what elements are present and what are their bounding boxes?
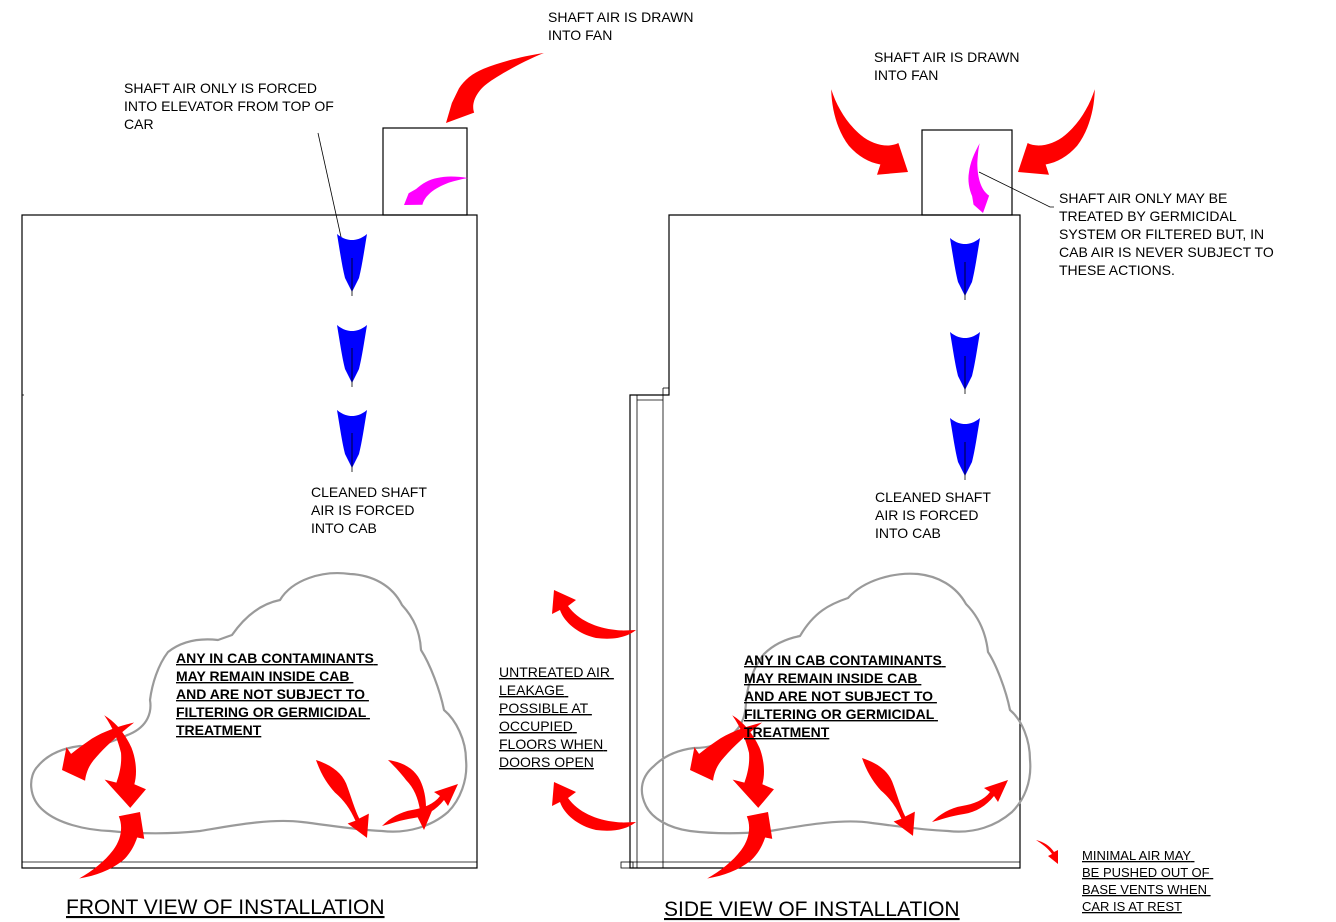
front-fan-note: SHAFT AIR IS DRAWN INTO FAN [548,9,697,43]
side-swirl-arrow-3 [732,715,774,808]
front-swirl-arrow-4 [316,760,369,838]
side-swirl-arrow-2 [707,812,773,879]
front-fan-airflow-arrow [404,176,469,205]
front-forced-leader [317,132,346,256]
front-forced-note: SHAFT AIR ONLY IS FORCED INTO ELEVATOR F… [124,80,338,132]
front-view-title: FRONT VIEW OF INSTALLATION [66,896,385,919]
front-cleaned-note: CLEANED SHAFT AIR IS FORCED INTO CAB [311,484,431,536]
front-swirl-arrow-3 [104,715,146,808]
side-cleaned-note: CLEANED SHAFT AIR IS FORCED INTO CAB [875,489,995,541]
side-swirl-arrow-4 [862,758,915,836]
side-swirl-arrow-5 [932,780,1008,822]
side-view [552,89,1095,879]
side-intake-arrow-right [1018,89,1095,175]
front-swirl-arrow-5 [382,784,458,826]
front-cab-outline [21,214,478,869]
side-contaminants-note: ANY IN CAB CONTAMINANTS MAY REMAIN INSID… [744,652,946,740]
side-treated-note: SHAFT AIR ONLY MAY BE TREATED BY GERMICI… [1059,190,1278,278]
side-leakage-arrow-lower [552,782,636,831]
side-cab-outline [629,214,1021,869]
side-intake-arrow-left [831,89,908,175]
front-intake-arrow [446,53,544,123]
side-fan-box [921,129,1013,216]
front-swirl-arrow-2 [79,812,145,879]
side-base-vent-note: MINIMAL AIR MAY BE PUSHED OUT OF BASE VE… [1082,848,1213,914]
side-base-vent-arrow [1036,840,1058,864]
front-view [21,53,544,879]
front-fan-box [382,127,468,216]
side-treated-leader [978,171,1054,208]
side-leakage-arrow-upper [552,590,636,639]
front-swirl-arrow-6 [388,760,434,830]
front-contaminants-note: ANY IN CAB CONTAMINANTS MAY REMAIN INSID… [176,650,378,738]
side-leakage-note: UNTREATED AIR LEAKAGE POSSIBLE AT OCCUPI… [499,664,614,770]
side-fan-airflow-arrow [968,143,990,213]
side-view-title: SIDE VIEW OF INSTALLATION [664,898,960,921]
side-fan-note: SHAFT AIR IS DRAWN INTO FAN [874,49,1023,83]
front-contaminant-cloud [30,572,468,835]
